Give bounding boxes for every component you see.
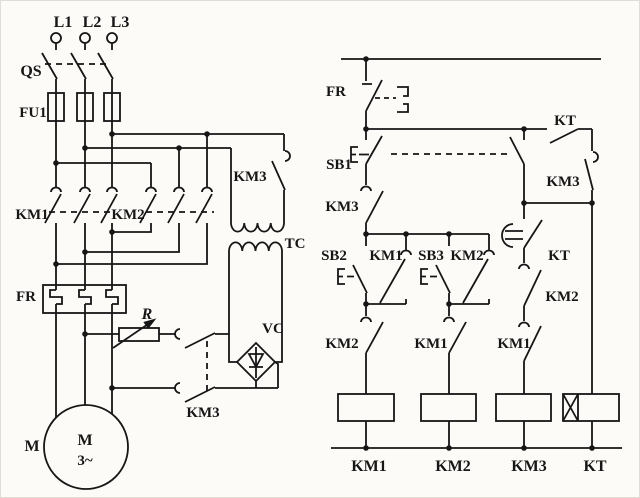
- label-m-phase: 3~: [77, 453, 93, 469]
- label-m-outer: M: [24, 438, 39, 455]
- control-circuit: [331, 56, 622, 451]
- km1-interlock-contact: [443, 316, 467, 394]
- label-km3-main: KM3: [233, 169, 266, 185]
- km2-coil: [420, 393, 477, 422]
- km3-main-contact: [271, 134, 291, 223]
- kt-no-contact: [366, 128, 592, 144]
- kt-coil-delay-box: [562, 393, 579, 422]
- terminal-l1: [50, 32, 62, 44]
- label-qs: QS: [20, 63, 41, 80]
- km1-nc-contact: [518, 321, 542, 394]
- diode-icon: [247, 353, 265, 369]
- sb3-start-button: [420, 234, 451, 316]
- fr-heater-3: [105, 289, 119, 305]
- label-km2-interlock: KM2: [325, 336, 358, 352]
- sb1-stop-button: [350, 129, 509, 185]
- label-kt-coil: KT: [583, 458, 606, 475]
- motor-circle: [43, 404, 129, 490]
- delay-arc: [501, 223, 514, 248]
- label-km2-nc: KM2: [545, 289, 578, 305]
- label-km1-aux: KM1: [369, 248, 402, 264]
- label-kt-delay: KT: [548, 248, 570, 264]
- fr-nc-contact: [362, 59, 409, 129]
- label-km3-selfhold: KM3: [546, 174, 579, 190]
- control-junction-dots: [363, 56, 595, 451]
- label-fu1: FU1: [19, 105, 47, 121]
- label-fr-control: FR: [326, 84, 346, 100]
- km1-main-contacts: [44, 186, 118, 290]
- label-km2-main: KM2: [111, 207, 144, 223]
- label-km2-aux: KM2: [450, 248, 483, 264]
- label-sb3: SB3: [418, 248, 444, 264]
- km3-aux-contacts: [112, 328, 278, 403]
- coils: [337, 393, 620, 448]
- label-km2-coil: KM2: [435, 458, 471, 475]
- resistor-body: [118, 327, 160, 342]
- tc-primary-winding: [230, 222, 285, 233]
- label-m-inner: M: [77, 432, 92, 449]
- resistor-arrowhead: [143, 318, 157, 330]
- label-vc: VC: [262, 321, 284, 337]
- fr-heater-2: [78, 289, 92, 305]
- label-km3-nc: KM3: [325, 199, 358, 215]
- label-sb1: SB1: [326, 157, 352, 173]
- fr-heater-1: [49, 289, 63, 305]
- phase-wires: [55, 121, 284, 223]
- km3-selfhold-contact: [584, 129, 599, 203]
- tc-secondary-winding: [228, 241, 283, 252]
- label-l1: L1: [54, 14, 73, 31]
- label-l3: L3: [111, 14, 130, 31]
- km2-interlock-contact: [360, 316, 384, 394]
- sb2-start-button: [337, 234, 368, 316]
- kt-delay-contact: [501, 203, 543, 249]
- km1-coil: [337, 393, 395, 422]
- km2-holding-contact: [449, 234, 495, 305]
- qs-disconnect-switch: [41, 52, 114, 93]
- label-tc: TC: [285, 236, 306, 252]
- tc-transformer: [228, 222, 285, 363]
- label-r: R: [141, 306, 153, 323]
- vc-rectifier: [235, 341, 279, 388]
- power-junction-dots: [53, 131, 210, 391]
- label-l2: L2: [83, 14, 102, 31]
- terminal-l3: [106, 32, 118, 44]
- sb1-no-contact: [509, 129, 525, 203]
- label-sb2: SB2: [321, 248, 347, 264]
- motor-m: [43, 304, 129, 490]
- label-km3-aux: KM3: [186, 405, 219, 421]
- label-fr-power: FR: [16, 289, 36, 305]
- kt-coil: [562, 393, 620, 422]
- r-resistor: [85, 318, 175, 349]
- km2-nc-contact: [518, 248, 542, 321]
- labels: L1 L2 L3 QS FU1 KM1 KM2 KM3 TC FR R VC K…: [15, 14, 607, 475]
- label-km1-interlock2: KM1: [497, 336, 530, 352]
- fu1-fuses: [47, 92, 121, 122]
- label-km1-interlock: KM1: [414, 336, 447, 352]
- km3-coil: [495, 393, 552, 422]
- km2-main-contacts: [56, 186, 213, 265]
- label-km1-main: KM1: [15, 207, 48, 223]
- power-circuit: [41, 32, 291, 490]
- km3-nc-contact: [360, 185, 384, 234]
- km1-holding-contact: [366, 234, 412, 305]
- label-km1-coil: KM1: [351, 458, 387, 475]
- supply-terminals: [50, 32, 118, 50]
- terminal-l2: [79, 32, 91, 44]
- label-km3-coil: KM3: [511, 458, 547, 475]
- label-kt-contact: KT: [554, 113, 576, 129]
- fr-trip-device: [397, 86, 409, 113]
